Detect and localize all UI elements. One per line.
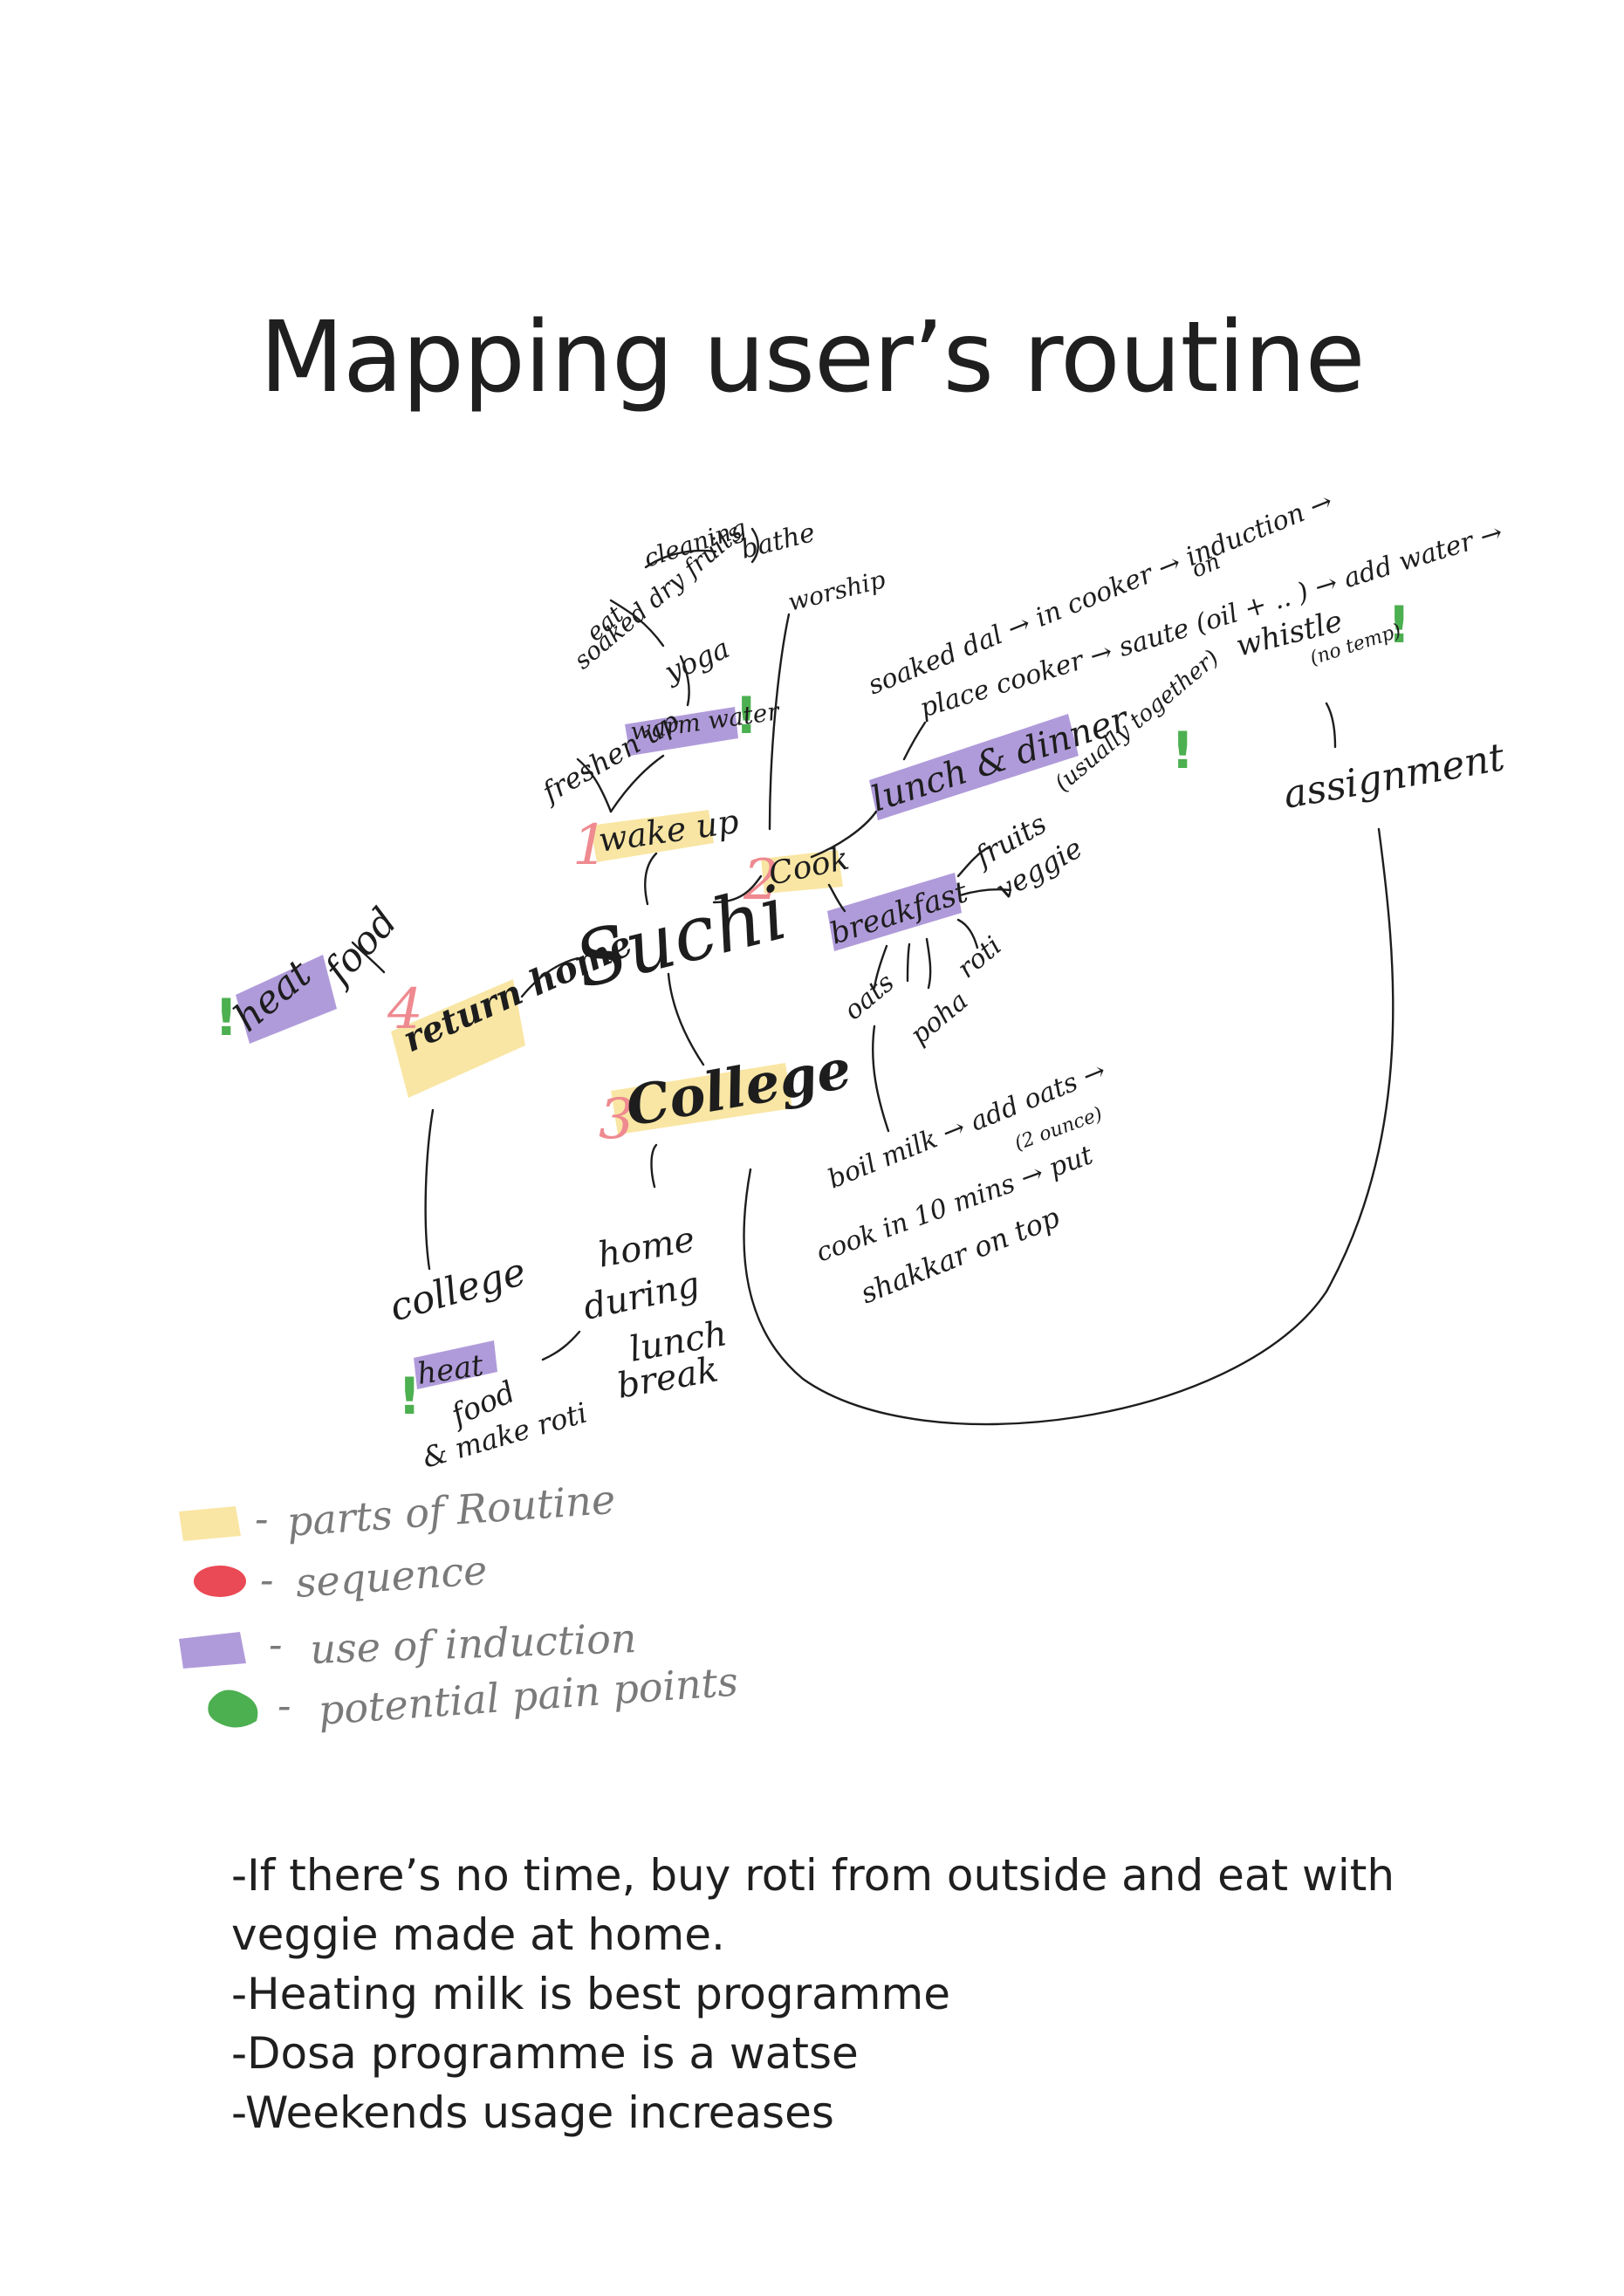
note-line: veggie made at home. [231, 1909, 725, 1960]
legend-dash-induction: - [269, 1621, 283, 1668]
legend-sequence-swatch [194, 1566, 246, 1597]
breakfast-highlight [827, 873, 962, 951]
college-branch: college heat food & make roti home durin… [385, 1219, 730, 1474]
college-heat-highlight [414, 1340, 497, 1389]
pain-point-marks: ! ! ! ! ! [215, 595, 1410, 1426]
worship-text: worship [785, 565, 888, 616]
college-heat-text: heat [415, 1348, 486, 1392]
legend: - parts of Routine - sequence - use of i… [255, 1476, 739, 1734]
step-number-2: 2 [743, 848, 779, 913]
lunch-dinner-highlight [869, 714, 1079, 820]
yoga-text: yoga [658, 631, 735, 689]
pain-mark-college-heat: ! [398, 1367, 421, 1426]
note-line: -Dosa programme is a watse [231, 2028, 859, 2079]
wake-up-highlight [590, 810, 714, 862]
bathe-text: bathe [737, 517, 818, 565]
college-highlight [611, 1063, 792, 1134]
step-number-4: 4 [387, 977, 423, 1042]
poha-text: poha [905, 985, 975, 1051]
legend-dash-pain: - [278, 1682, 291, 1729]
note-line: -If there’s no time, buy roti from outsi… [231, 1850, 1395, 1901]
notes: -If there’s no time, buy roti from outsi… [231, 1846, 1540, 2142]
legend-induction-swatch [179, 1632, 246, 1669]
step-number-3: 3 [599, 1087, 634, 1152]
connectors [351, 527, 1394, 1426]
college-label: College [621, 1037, 856, 1139]
note-line: -Weekends usage increases [231, 2087, 834, 2138]
legend-label-sequence: sequence [294, 1546, 489, 1607]
pain-mark-heat-food: ! [215, 988, 237, 1047]
sequence-numbers: 1 2 3 4 [387, 813, 779, 1152]
cook-highlight [761, 850, 843, 894]
induction-highlights [179, 707, 1079, 1669]
break-text: break [614, 1349, 722, 1407]
routine-highlights [179, 810, 843, 1541]
pain-mark-lunch-dinner: ! [1171, 721, 1194, 780]
heat-food-highlight [236, 955, 337, 1044]
legend-scribbles [194, 1566, 258, 1728]
legend-dash-routine: - [255, 1495, 269, 1542]
breakfast-text: breakfast [826, 874, 972, 952]
legend-routine-swatch [179, 1506, 241, 1541]
note-line: -Heating milk is best programme [231, 1969, 950, 2019]
assignment-text: assignment [1280, 735, 1508, 818]
legend-pain-swatch [208, 1689, 258, 1728]
roti-text: roti [952, 931, 1008, 985]
wake-up-label: wake up [596, 802, 741, 860]
pain-mark-warm-water: ! [735, 686, 757, 745]
wake-up-branch: freshen up warm water yoga eat soaked dr… [535, 513, 888, 810]
legend-label-induction: use of induction [309, 1614, 637, 1673]
return-home-highlight [391, 979, 525, 1098]
warm-water-highlight [625, 707, 738, 756]
pain-mark-whistle: ! [1388, 595, 1410, 655]
oats-text: oats [839, 968, 901, 1027]
step-number-1: 1 [572, 813, 608, 878]
legend-label-routine: parts of Routine [285, 1476, 617, 1546]
legend-dash-sequence: - [260, 1556, 274, 1603]
college-sub-text: college [385, 1250, 531, 1331]
page-title: Mapping user’s routine [259, 301, 1365, 415]
during-text: during [580, 1265, 703, 1328]
